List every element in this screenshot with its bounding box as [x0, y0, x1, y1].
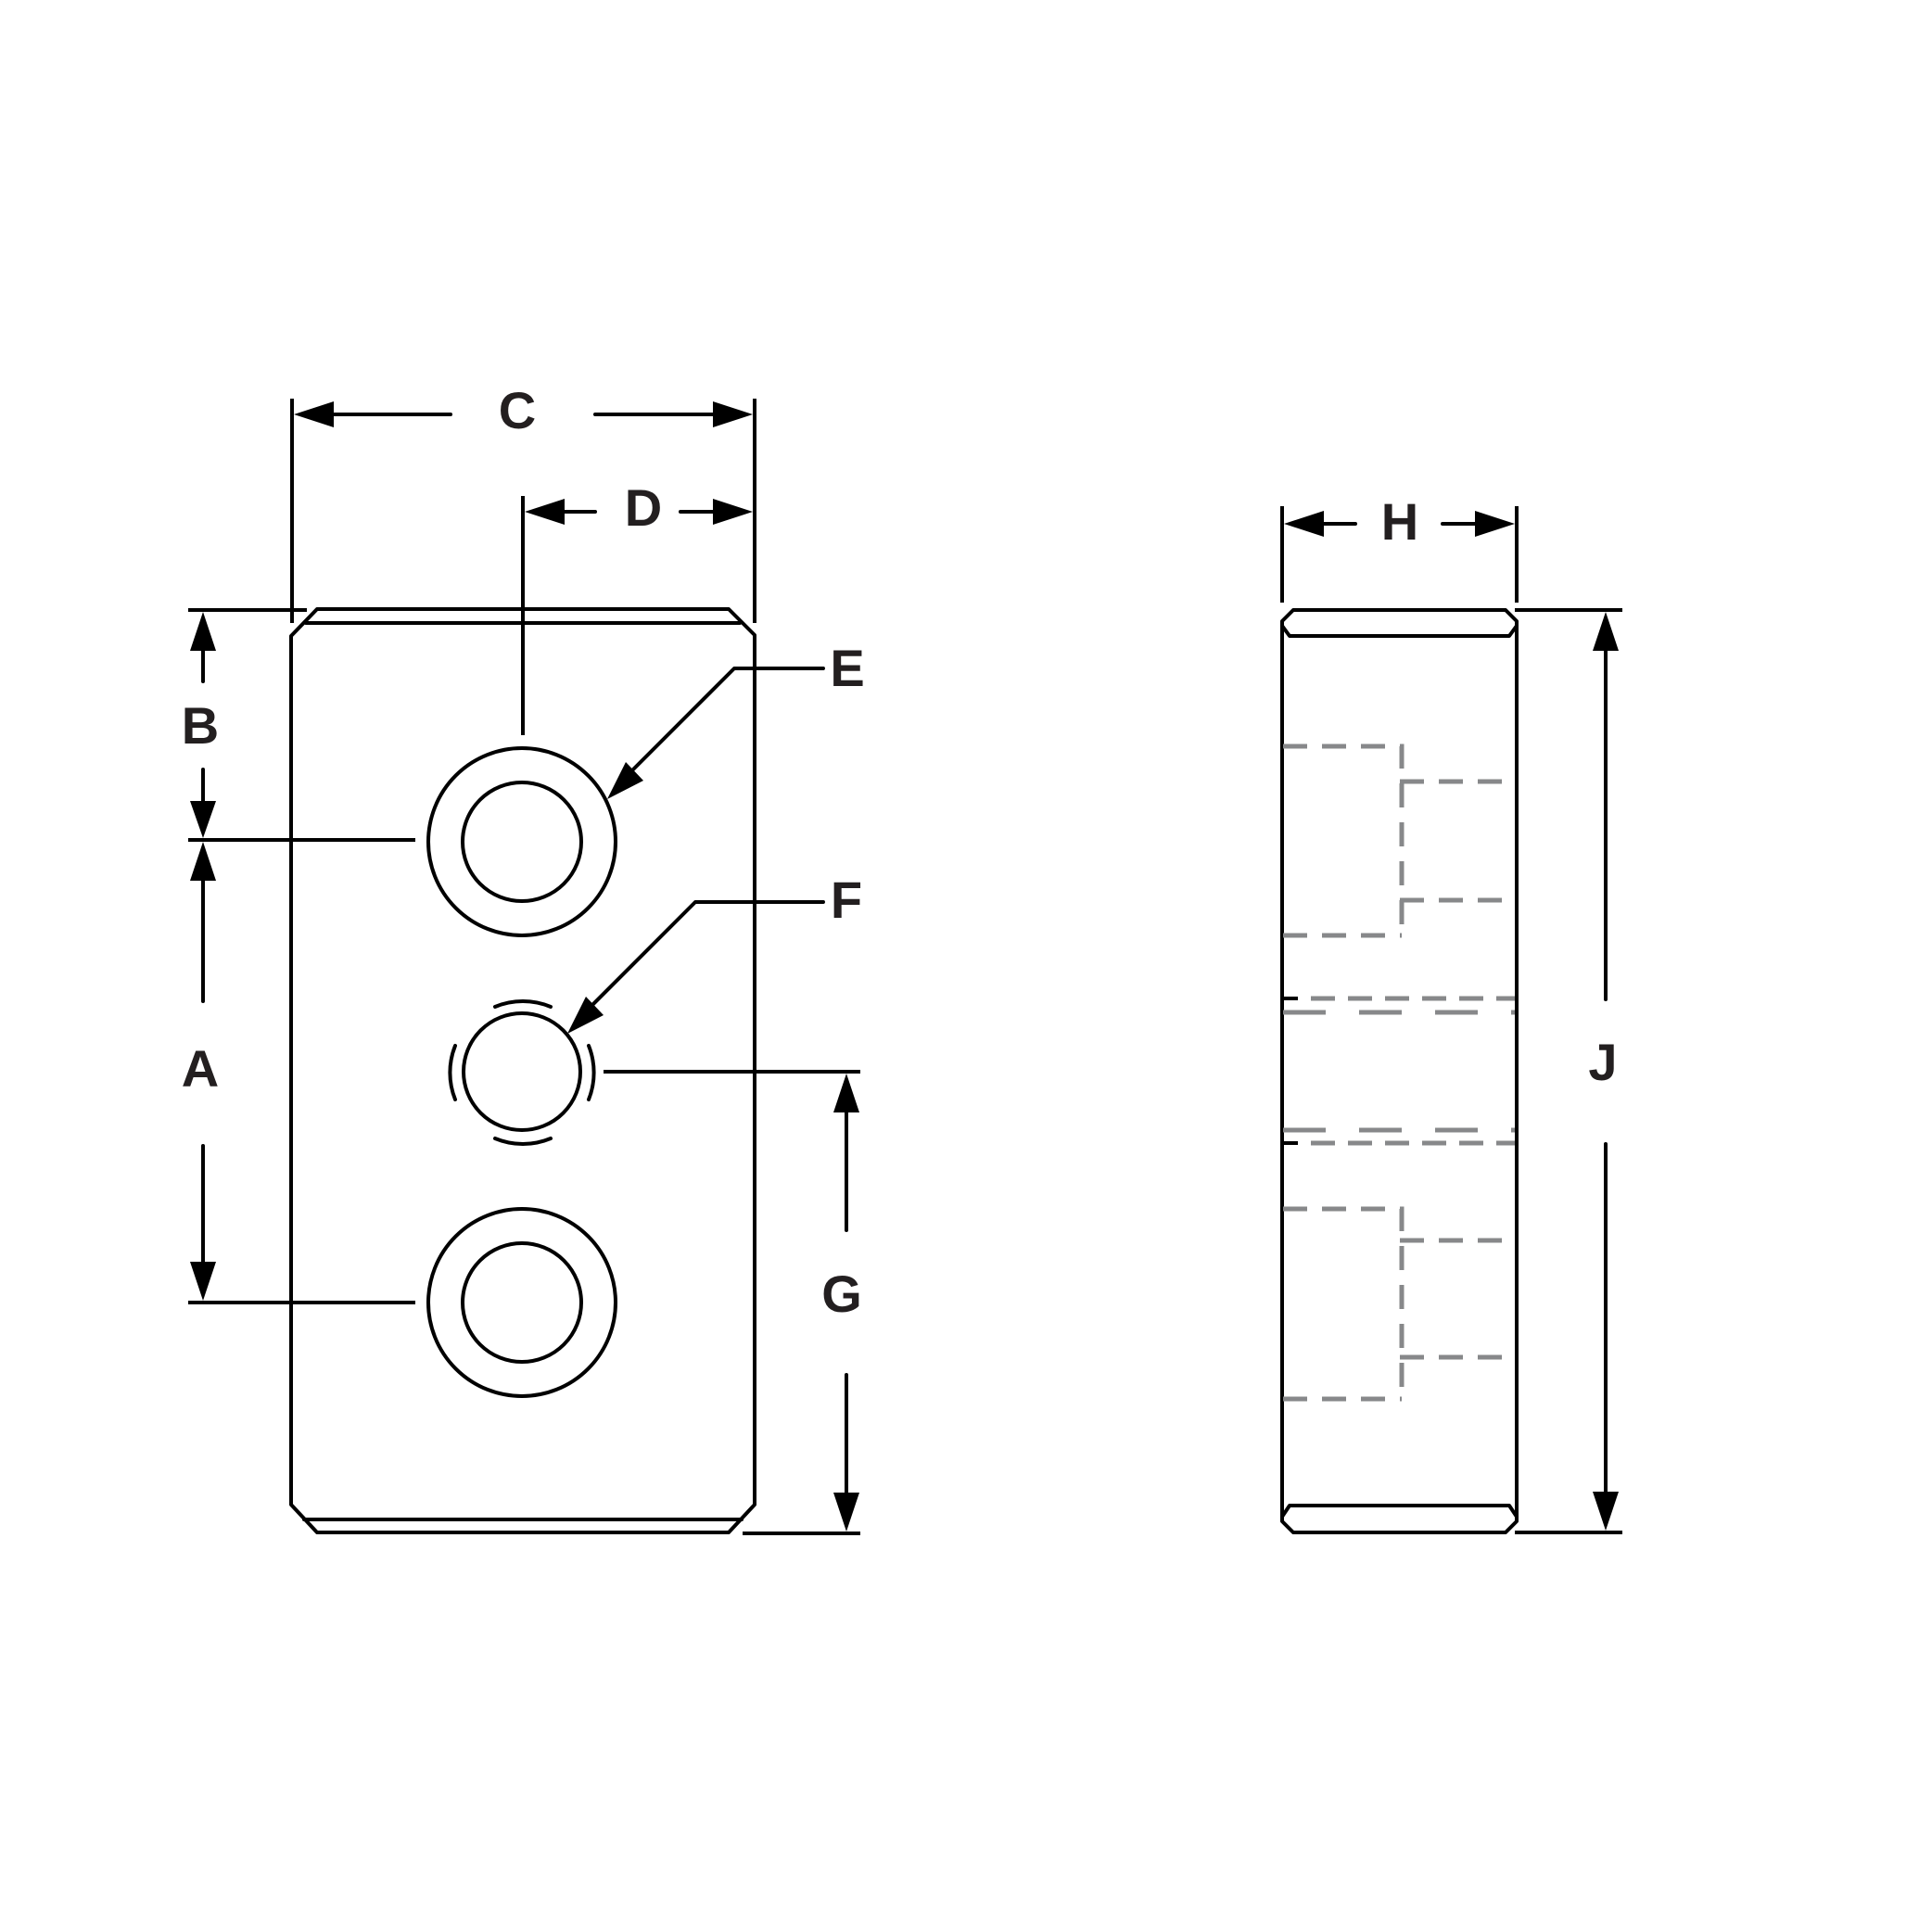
- label-d: D: [625, 478, 662, 537]
- top-hole-counterbore: [426, 746, 617, 937]
- center-hole-bore: [462, 1011, 582, 1132]
- bottom-hole-bore: [461, 1241, 583, 1364]
- c-arrow-left-icon: [294, 401, 334, 427]
- front-view: [289, 607, 756, 1534]
- h-arrow-left-icon: [1284, 511, 1324, 537]
- f-arrow-icon: [567, 997, 604, 1034]
- e-arrow-icon: [607, 762, 643, 799]
- side-bottom-chamfer: [1280, 1504, 1519, 1519]
- side-top-chamfer: [1280, 624, 1519, 638]
- label-h: H: [1381, 492, 1418, 551]
- label-e: E: [830, 639, 864, 697]
- front-outline: [289, 607, 756, 1534]
- j-arrow-up-icon: [1593, 612, 1619, 651]
- g-arrow-down-icon: [833, 1493, 859, 1532]
- side-view: [1280, 608, 1519, 1534]
- front-dimensions: C D B A E F: [182, 381, 865, 1535]
- thread-arc-top: [493, 999, 553, 1009]
- a-arrow-down-icon: [190, 1262, 216, 1301]
- f-leader-line: [584, 900, 825, 1013]
- d-arrow-right-icon: [713, 499, 753, 525]
- label-g: G: [821, 1265, 862, 1323]
- hidden-top-counterbore: [1283, 744, 1405, 935]
- d-arrow-left-icon: [525, 499, 565, 525]
- label-b: B: [182, 696, 219, 755]
- h-arrow-right-icon: [1475, 511, 1515, 537]
- side-dimensions: H J: [1280, 492, 1622, 1534]
- thread-arc-bottom: [493, 1137, 553, 1146]
- label-j: J: [1588, 1033, 1617, 1091]
- top-hole-bore: [461, 781, 583, 903]
- thread-arc-right: [587, 1044, 596, 1101]
- a-arrow-up-icon: [190, 842, 216, 881]
- c-arrow-right-icon: [713, 401, 753, 427]
- b-arrow-down-icon: [190, 801, 216, 838]
- j-arrow-down-icon: [1593, 1492, 1619, 1531]
- thread-arc-left: [448, 1044, 457, 1101]
- label-c: C: [499, 381, 536, 439]
- bottom-hole-counterbore: [426, 1207, 617, 1398]
- label-f: F: [831, 871, 862, 929]
- e-leader-line: [624, 667, 825, 779]
- b-arrow-up-icon: [190, 612, 216, 651]
- side-outline: [1280, 608, 1519, 1534]
- label-a: A: [182, 1039, 219, 1098]
- hidden-bottom-counterbore: [1283, 1206, 1405, 1399]
- g-arrow-up-icon: [833, 1074, 859, 1112]
